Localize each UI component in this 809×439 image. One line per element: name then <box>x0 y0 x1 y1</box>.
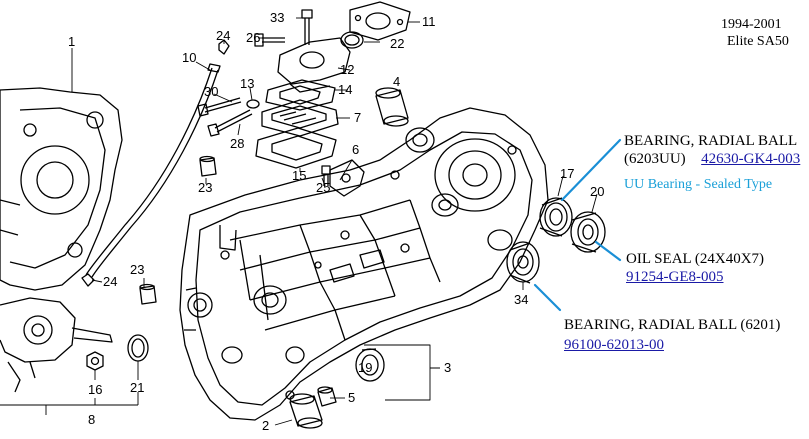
ref-25: 25 <box>316 180 330 195</box>
intake-pipe <box>277 37 351 93</box>
oil-seal-part-link[interactable]: 91254-GE8-005 <box>626 269 724 285</box>
ref-11: 11 <box>422 14 436 29</box>
bearing-6203-size: (6203UU) <box>624 151 686 167</box>
ref-15: 15 <box>292 168 306 183</box>
bearing-6201-name: BEARING, RADIAL BALL (6201) <box>564 317 781 333</box>
ref-14: 14 <box>338 82 352 97</box>
ref-20: 20 <box>590 184 604 199</box>
oil-seal-name: OIL SEAL (24X40X7) <box>626 251 765 267</box>
model-years: 1994-2001 <box>721 17 782 32</box>
ref-2: 2 <box>262 418 269 433</box>
ref-28: 28 <box>230 136 244 151</box>
clip-upper <box>218 39 230 55</box>
ref-5: 5 <box>348 390 355 405</box>
left-crankcase-half <box>0 87 123 291</box>
ref-23-upper: 23 <box>198 180 212 195</box>
seal-19 <box>355 348 385 382</box>
main-crankcase <box>179 107 549 421</box>
ref-34: 34 <box>514 292 528 307</box>
ref-7: 7 <box>354 110 361 125</box>
bearing-6203-note: UU Bearing - Sealed Type <box>624 177 773 192</box>
bolt-33 <box>301 9 313 45</box>
ref-30: 30 <box>204 84 218 99</box>
ref-17: 17 <box>560 166 574 181</box>
bolt-30 <box>197 97 242 117</box>
bearing-6203-part-link[interactable]: 42630-GK4-003 <box>701 151 801 167</box>
ref-1: 1 <box>68 34 75 49</box>
bearing-6201 <box>506 241 540 284</box>
ref-10: 10 <box>182 50 196 65</box>
breather-tube <box>85 63 221 278</box>
ref-33: 33 <box>270 10 284 25</box>
ref-24-lower: 24 <box>103 274 117 289</box>
oil-seal <box>570 211 606 253</box>
ref-26: 26 <box>246 30 260 45</box>
ref-16: 16 <box>88 382 102 397</box>
ref-19: 19 <box>358 360 372 375</box>
ref-4: 4 <box>393 74 400 89</box>
bearing-6203 <box>539 197 573 237</box>
bolt-28 <box>207 109 253 137</box>
leader-oil-seal <box>594 240 622 262</box>
ref-6: 6 <box>352 142 359 157</box>
callout-leaders <box>533 138 622 312</box>
dowel-pin-upper <box>199 155 217 177</box>
ref-24-upper: 24 <box>216 28 230 43</box>
reed-gasket-14 <box>265 79 336 111</box>
ref-23-lower: 23 <box>130 262 144 277</box>
oil-pump-assembly <box>0 297 113 393</box>
bushing <box>375 87 409 127</box>
reed-gasket-15 <box>255 127 337 169</box>
bushing-2 <box>289 393 323 429</box>
ref-8: 8 <box>88 412 95 427</box>
ref-21: 21 <box>130 380 144 395</box>
small-nut <box>86 351 104 371</box>
ref-22: 22 <box>390 36 404 51</box>
ref-3: 3 <box>444 360 451 375</box>
bearing-6203-size-line: (6203UU) 42630-GK4-003 <box>624 151 800 168</box>
model-name: Elite SA50 <box>727 34 789 49</box>
leader-bearing-6203 <box>560 138 622 202</box>
ref-12: 12 <box>340 62 354 77</box>
leader-lines <box>0 17 598 426</box>
washer-13 <box>246 99 260 109</box>
reference-numbers: 1 2 3 4 5 6 7 8 10 11 12 13 14 15 16 17 … <box>68 10 604 433</box>
bearing-6201-part-link[interactable]: 96100-62013-00 <box>564 337 664 353</box>
leader-bearing-6201 <box>533 283 562 312</box>
bearing-6203-name: BEARING, RADIAL BALL <box>624 133 798 149</box>
dowel-5 <box>317 386 337 407</box>
dowel-pin-lower <box>139 283 157 305</box>
reed-valve <box>261 99 339 137</box>
ref-13: 13 <box>240 76 254 91</box>
